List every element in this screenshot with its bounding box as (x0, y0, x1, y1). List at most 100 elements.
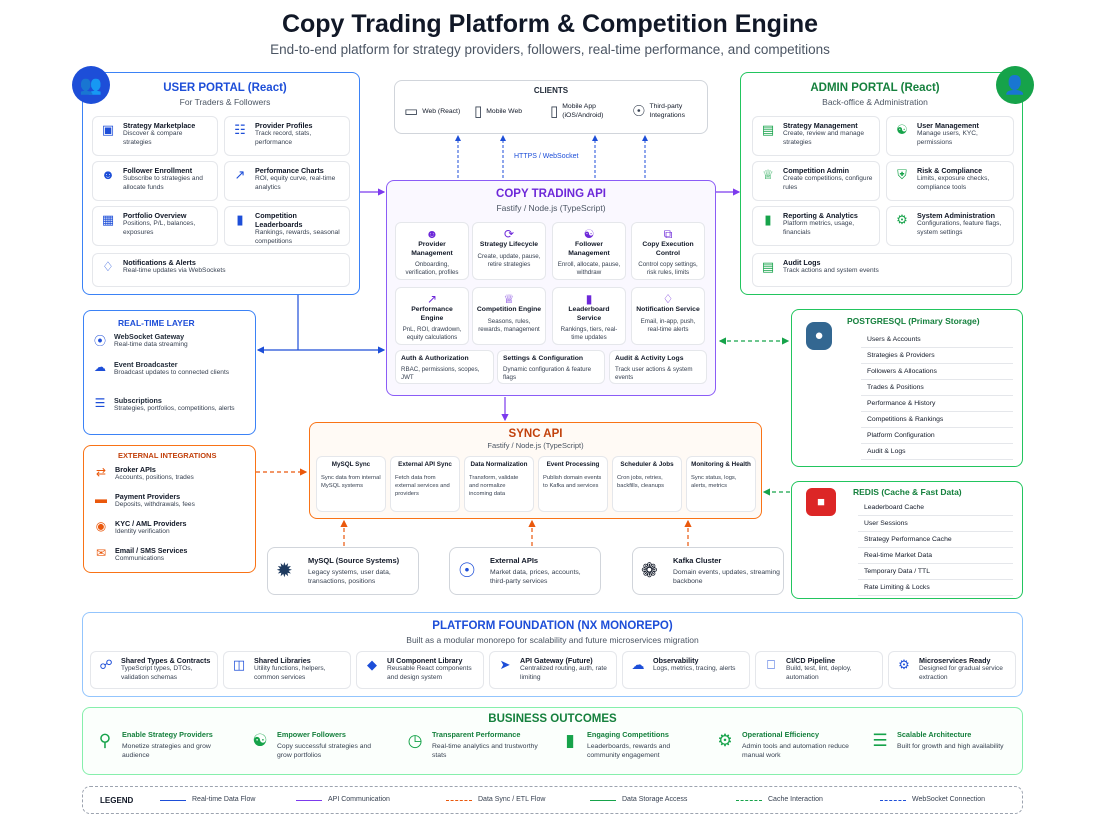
admin-portal-card-desc: Create, review and manage strategies (783, 130, 865, 146)
globe-icon: ☉ (632, 103, 646, 120)
postgres-table-item: Platform Configuration (861, 429, 1013, 444)
user-portal-card-title: Performance Charts (255, 166, 324, 175)
pipeline-icon: ⎕ (767, 657, 775, 672)
redis-table-item: Rate Limiting & Locks (858, 581, 1013, 596)
mail-icon: ✉ (95, 546, 107, 560)
external-item-desc: Communications (115, 555, 165, 562)
realtime-layer-panel (83, 310, 256, 435)
legend-line (160, 800, 186, 801)
users-icon: ☯ (252, 731, 268, 750)
realtime-item-title: WebSocket Gateway (114, 332, 185, 341)
bell-icon: ♢ (662, 292, 674, 306)
outcome-title: Empower Followers (277, 730, 346, 739)
user-portal-card-title: Competition Leaderboards (255, 211, 303, 229)
api-module-desc: Onboarding, verification, profiles (405, 261, 459, 276)
api-module-desc: Create, update, pause, retire strategies (477, 252, 541, 268)
user-portal-card-desc: Positions, P/L, balances, exposures (123, 220, 196, 236)
legend-item: Data Storage Access (590, 796, 730, 806)
user-icon: ☻ (425, 227, 439, 241)
api-module-title: Notification Service (636, 306, 700, 313)
redis-table-item: Strategy Performance Cache (858, 533, 1013, 548)
postgres-table-item: Audit & Logs (861, 445, 1013, 460)
chart-line-icon: ↗ (426, 292, 438, 306)
legend-label: WebSocket Connection (912, 796, 986, 803)
chart-line-icon: ↗ (234, 167, 246, 182)
client-label: Web (React) (422, 107, 461, 115)
sync-module-desc: Sync status, logs, alerts, metrics (691, 474, 737, 489)
external-item-desc: Accounts, positions, trades (115, 474, 194, 481)
legend-label: Data Storage Access (622, 796, 688, 803)
postgres-table-item: Followers & Allocations (861, 365, 1013, 380)
foundation-card-desc: Reusable React components and design sys… (387, 665, 472, 681)
admin-portal-subtitle: Back-office & Administration (822, 97, 928, 107)
admin-portal-card-title: Reporting & Analytics (783, 211, 858, 220)
bar-chart-icon: ▮ (236, 212, 244, 227)
trophy-icon: ♕ (503, 292, 515, 306)
foundation-card-desc: TypeScript types, DTOs, validation schem… (121, 665, 193, 681)
external-item-title: Payment Providers (115, 492, 181, 501)
user-portal-card-desc: ROI, equity curve, real-time analytics (255, 175, 336, 191)
legend-line (736, 800, 762, 801)
source-title: External APIs (490, 556, 539, 565)
library-icon: ◫ (232, 657, 246, 672)
admin-portal-card-title: Audit Logs (783, 258, 821, 267)
source-desc: Legacy systems, user data, transactions,… (308, 569, 391, 585)
grid-icon: ▦ (101, 212, 115, 227)
api-bottom-desc: RBAC, permissions, scopes, JWT (401, 365, 480, 381)
bar-chart-icon: ▮ (585, 292, 593, 306)
admin-portal-icon: 👤 (996, 66, 1034, 104)
admin-portal-card-title: System Administration (917, 211, 996, 220)
bar-chart-icon: ▮ (565, 731, 575, 750)
gateway-icon: ➤ (499, 657, 511, 672)
exchange-icon: ⇄ (95, 465, 107, 479)
outcome-title: Enable Strategy Providers (122, 730, 213, 739)
outcome-title: Operational Efficiency (742, 730, 820, 739)
foundation-card: ➤API Gateway (Future)Centralized routing… (489, 651, 617, 689)
postgres-table-item: Strategies & Providers (861, 349, 1013, 364)
foundation-subtitle: Built as a modular monorepo for scalabil… (406, 635, 699, 645)
sync-module-title: Event Processing (546, 461, 600, 468)
outcome-title: Engaging Competitions (587, 730, 669, 739)
api-bottom-desc: Track user actions & system events (615, 365, 693, 381)
sync-module-desc: Transform, validate and normalize incomi… (469, 474, 519, 497)
search-icon: ⚲ (98, 731, 112, 750)
external-item-desc: Identity verification (115, 528, 170, 535)
page-subtitle: End-to-end platform for strategy provide… (270, 42, 830, 57)
outcome-desc: Copy successful strategies and grow port… (277, 743, 372, 759)
api-title: COPY TRADING API (496, 188, 606, 200)
database-icon: ☷ (234, 122, 246, 137)
realtime-title: REAL-TIME LAYER (118, 318, 195, 328)
redis-table-item: User Sessions (858, 517, 1013, 532)
external-item-title: Email / SMS Services (115, 546, 188, 555)
user-plus-icon: ☻ (101, 167, 115, 182)
redis-table-item: Leaderboard Cache (858, 501, 1013, 516)
api-bottom-desc: Dynamic configuration & feature flags (503, 365, 592, 381)
admin-portal-card-desc: Create competitions, configure rules (783, 175, 873, 191)
api-module-desc: Seasons, rules, rewards, management (478, 317, 540, 333)
user-portal-card-desc: Discover & compare strategies (123, 130, 183, 146)
user-portal-card-title: Strategy Marketplace (123, 121, 196, 130)
api-module-title: Leaderboard Service (568, 306, 610, 322)
https-websocket-label: HTTPS / WebSocket (512, 153, 581, 160)
sync-title: SYNC API (508, 428, 563, 440)
foundation-card-title: Observability (653, 656, 699, 665)
legend-title: LEGEND (100, 796, 134, 805)
outcomes-title: BUSINESS OUTCOMES (488, 713, 617, 725)
cloud-icon: ☁ (631, 657, 645, 672)
legend-item: Real-time Data Flow (160, 796, 300, 806)
